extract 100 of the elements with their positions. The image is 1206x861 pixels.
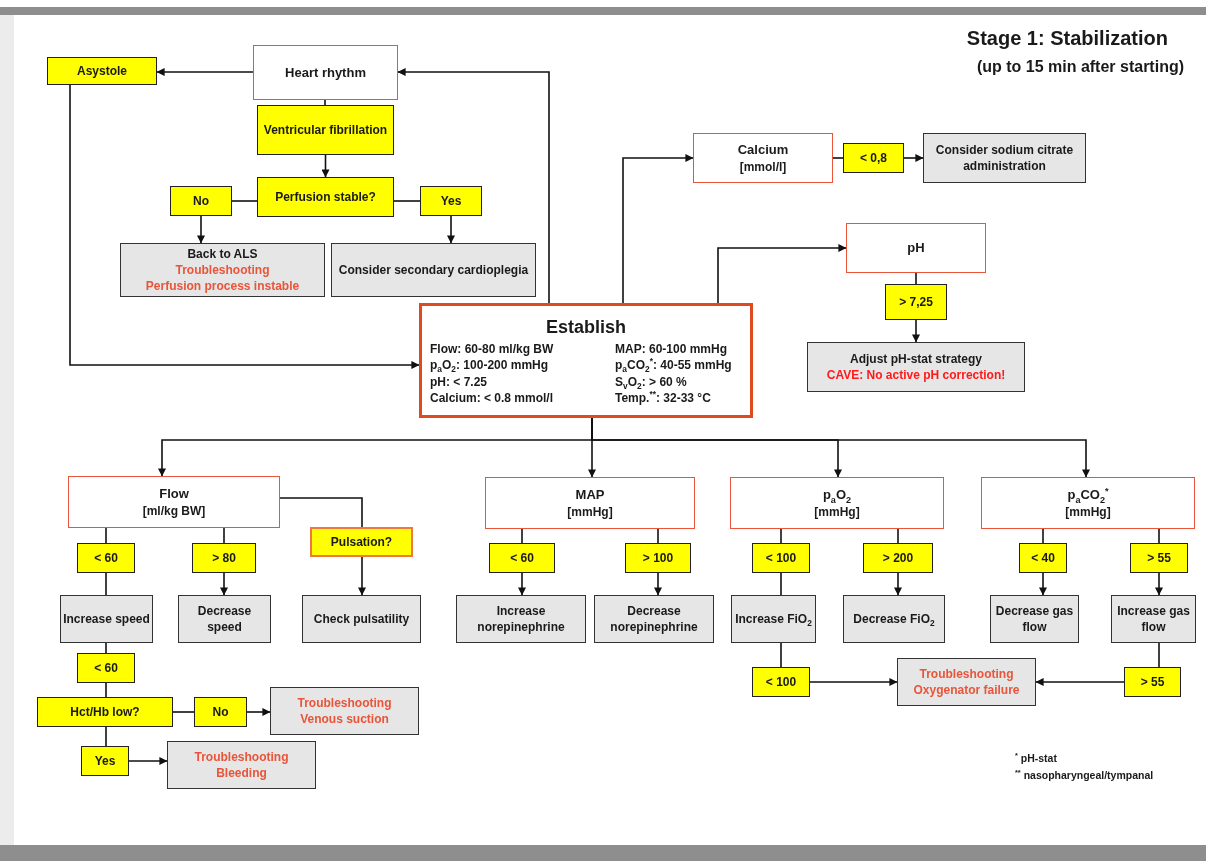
box-label: No <box>212 703 229 721</box>
action-box <box>120 243 325 297</box>
condition-box <box>170 186 232 216</box>
action-box <box>270 687 419 735</box>
condition-box <box>1130 543 1188 573</box>
connector-line <box>105 682 107 698</box>
arrow <box>128 757 168 765</box>
arrow <box>1039 572 1047 596</box>
arrow <box>397 68 550 304</box>
box-label: Consider sodium citrate administration <box>934 141 1075 175</box>
parameter-box <box>253 45 398 100</box>
action-box <box>923 133 1086 183</box>
box-label: Decrease norepinephrine <box>609 602 699 636</box>
connector-line <box>105 726 107 747</box>
box-label: > 7,25 <box>899 293 933 311</box>
target-value: Flow: 60-80 ml/kg BW <box>430 341 554 358</box>
condition-box <box>194 697 247 727</box>
arrow <box>912 319 920 343</box>
box-label: < 40 <box>1031 549 1055 567</box>
action-box <box>60 595 153 643</box>
box-label: > 100 <box>642 549 674 567</box>
parameter-box <box>981 477 1195 529</box>
arrow <box>197 215 205 244</box>
target-value: Temp.$^{**}$: 32-33 °C <box>615 389 711 406</box>
condition-box <box>257 105 394 155</box>
unit-label: [mmHg] <box>567 503 613 520</box>
box-label: Increase speed <box>63 610 150 628</box>
box-label: No <box>193 192 209 210</box>
box-label: Decrease gas flow <box>994 602 1075 636</box>
box-label: Flow <box>159 485 189 503</box>
box-label: Decrease FiO$_{2}$ <box>853 610 935 628</box>
condition-box <box>752 543 810 573</box>
target-value: pH: < 7.25 <box>430 373 488 390</box>
condition-box <box>47 57 157 85</box>
box-label: MAP <box>575 486 605 504</box>
condition-box <box>625 543 691 573</box>
condition-box <box>420 186 482 216</box>
connector-line <box>1158 528 1160 544</box>
question-box <box>310 527 413 557</box>
box-label: Perfusion stable? <box>275 188 376 206</box>
target-value: p$_{a}$CO$_{2}$$^{*}$: 40-55 mmHg <box>615 357 732 374</box>
action-box <box>594 595 714 643</box>
box-label: < 0,8 <box>860 149 887 167</box>
connector-line <box>105 572 107 596</box>
box-label: Perfusion process instable <box>145 278 300 295</box>
diagram-title: Stage 1: Stabilization <box>966 27 1168 50</box>
box-label: p$_{a}$O$_{2}$ <box>822 486 852 504</box>
arrow <box>220 572 228 596</box>
connector-line <box>231 200 258 202</box>
action-box <box>302 595 421 643</box>
action-box <box>731 595 816 643</box>
box-label: Troubleshooting <box>297 694 392 711</box>
action-box <box>897 658 1036 706</box>
box-label: Troubleshooting <box>919 665 1014 682</box>
footnote: $^{*}$ pH-stat <box>1015 752 1057 764</box>
action-box <box>178 595 271 643</box>
box-label: Ventricular fibrillation <box>263 121 388 139</box>
action-box <box>990 595 1079 643</box>
connector-line <box>172 711 195 713</box>
arrow <box>246 708 271 716</box>
arrow <box>447 215 455 244</box>
box-label: Back to ALS <box>187 245 258 262</box>
condition-box <box>81 746 129 776</box>
target-value: p$_{a}$O$_{2}$: 100-200 mmHg <box>430 357 549 374</box>
connector-line <box>780 642 782 668</box>
box-label: < 60 <box>94 549 118 567</box>
arrow <box>1035 678 1125 686</box>
condition-box <box>1019 543 1067 573</box>
target-box <box>419 303 753 418</box>
unit-label: [mmol/l] <box>739 158 787 175</box>
arrow <box>622 154 694 304</box>
action-box <box>331 243 536 297</box>
arrow <box>1155 572 1163 596</box>
box-label: Troubleshooting <box>175 261 270 279</box>
footnote: $^{**}$ nasopharyngeal/tympanal <box>1015 769 1154 781</box>
action-box <box>843 595 945 643</box>
box-label: > 80 <box>212 549 236 567</box>
parameter-box <box>846 223 986 273</box>
action-box <box>167 741 316 789</box>
connector-line <box>915 272 917 285</box>
box-label: pH <box>907 239 925 257</box>
connector-line <box>1042 528 1044 544</box>
box-label: < 100 <box>765 673 797 691</box>
connector-line <box>521 528 523 544</box>
parameter-box <box>693 133 833 183</box>
box-label: < 60 <box>94 659 118 677</box>
connector-line <box>279 497 363 528</box>
box-label: Pulsation? <box>330 533 393 551</box>
arrow <box>69 84 420 369</box>
condition-box <box>752 667 810 697</box>
box-label: Increase gas flow <box>1116 602 1191 636</box>
condition-box <box>192 543 256 573</box>
target-value: MAP: 60-100 mmHg <box>615 341 728 358</box>
arrow <box>894 572 902 596</box>
condition-box <box>77 543 135 573</box>
connector-line <box>780 528 782 544</box>
box-label: Increase FiO$_{2}$ <box>735 610 812 628</box>
arrow <box>518 572 526 596</box>
arrow <box>717 244 847 304</box>
box-label: Adjust pH-stat strategy <box>850 350 982 367</box>
